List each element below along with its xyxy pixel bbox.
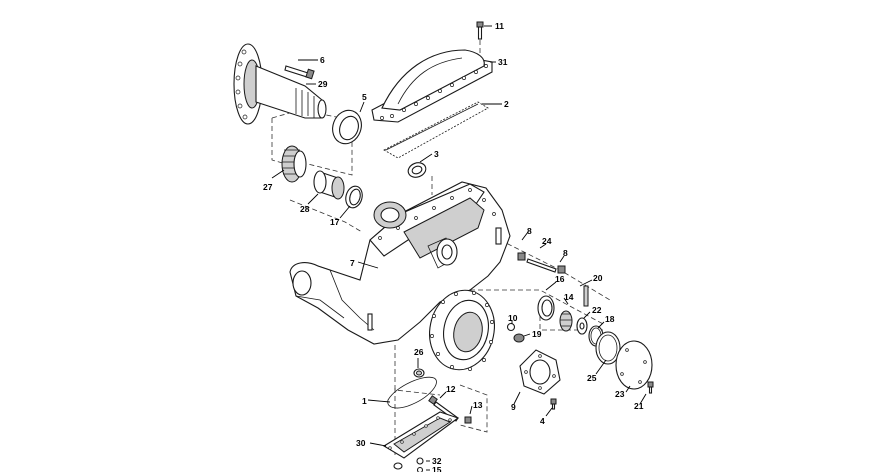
callout-27: 27: [263, 182, 273, 192]
callout-12: 12: [446, 384, 456, 394]
part-30-bottom-cover: [382, 411, 460, 459]
part-10-plug: [506, 322, 516, 332]
callout-6: 6: [320, 55, 325, 65]
part-21-screw: [647, 381, 654, 394]
callout-14: 14: [564, 292, 574, 302]
part-24-stud: [517, 252, 566, 274]
callout-8-top: 8: [527, 226, 532, 236]
part-31-housing-cover: [371, 49, 493, 123]
callout-30: 30: [356, 438, 366, 448]
callout-29: 29: [318, 79, 328, 89]
housing-rim-holes: [378, 188, 496, 240]
part-1-gasket: [387, 376, 437, 409]
callout-16: 16: [555, 274, 565, 284]
callout-26: 26: [414, 347, 424, 357]
callout-4: 4: [540, 416, 545, 426]
callout-2: 2: [504, 99, 509, 109]
part-2-gasket: [383, 101, 489, 159]
callout-5: 5: [362, 92, 367, 102]
part-7-axle-housing: [289, 181, 511, 345]
part-28-bearing-cup: [313, 170, 345, 200]
callout-labels: 1 2 3 4 5 6 7 8 8 9 10 11 12 13 14 15 16…: [263, 21, 644, 472]
part-3-seal: [407, 162, 427, 178]
part-26-plug: [413, 368, 425, 378]
cover-bolt-holes: [380, 64, 488, 120]
part-14-bearing: [559, 310, 573, 332]
part-4-screw: [550, 398, 557, 410]
callout-9: 9: [511, 402, 516, 412]
callout-15: 15: [432, 465, 442, 472]
callout-25: 25: [587, 373, 597, 383]
callout-1: 1: [362, 396, 367, 406]
part-5-seal-ring: [332, 109, 362, 145]
callout-20: 20: [593, 273, 603, 283]
callout-13: 13: [473, 400, 483, 410]
callout-28: 28: [300, 204, 310, 214]
callout-21: 21: [634, 401, 644, 411]
part-22-washer: [576, 317, 588, 335]
flange-bolt-holes: [235, 49, 248, 120]
callout-17: 17: [330, 217, 340, 227]
part-13-nut: [464, 416, 472, 424]
callout-11: 11: [495, 21, 504, 31]
callout-24: 24: [542, 236, 552, 246]
part-23-cover-plate: [615, 340, 653, 390]
callout-3: 3: [434, 149, 439, 159]
callout-31: 31: [498, 57, 508, 67]
part-11-bolt: [476, 21, 484, 40]
part-15-fastener: [393, 462, 424, 472]
part-27-roller-bearing: [281, 145, 307, 183]
callout-23: 23: [615, 389, 625, 399]
callout-7: 7: [350, 258, 355, 268]
callout-10: 10: [508, 313, 518, 323]
part-16-seal-ring: [537, 295, 555, 321]
housing-output-flange: [429, 289, 495, 371]
part-20-pin: [583, 285, 589, 307]
part-29-axle-shaft: [233, 43, 327, 125]
part-9-cover: [519, 349, 561, 395]
part-6-bolt: [284, 65, 315, 80]
part-17-snap-ring: [345, 185, 363, 209]
flange-holes: [430, 291, 494, 371]
callout-22: 22: [592, 305, 602, 315]
part-32-fastener: [416, 457, 424, 465]
callout-32: 32: [432, 456, 442, 466]
part-19-fitting: [513, 333, 525, 343]
callout-19: 19: [532, 329, 542, 339]
part-25-gasket: [595, 331, 621, 365]
callout-8-bottom: 8: [563, 248, 568, 258]
callout-18: 18: [605, 314, 615, 324]
leader-lines: [271, 25, 647, 471]
